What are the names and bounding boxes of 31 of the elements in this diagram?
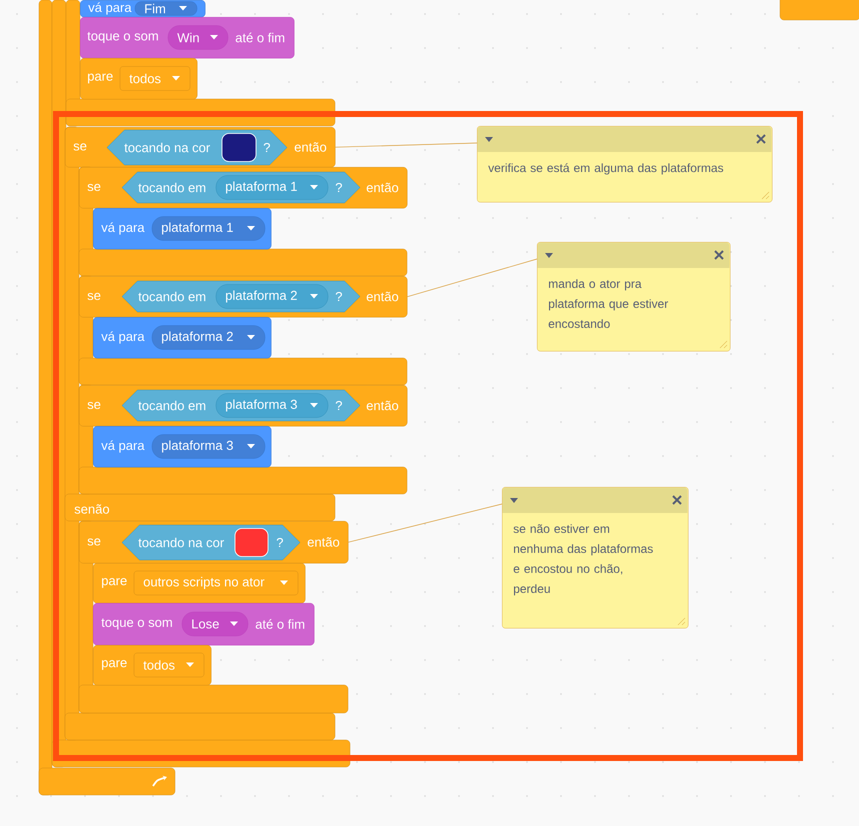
code-block: vá para Fim — [80, 0, 206, 18]
condition-block: tocando em plataforma 3 ? — [122, 390, 360, 422]
node-label: se — [88, 538, 100, 546]
leader-line — [335, 142, 478, 148]
node-label: se — [88, 184, 100, 192]
node-label: se — [74, 143, 86, 151]
code-block: toque o som Lose até o fim — [93, 603, 314, 646]
leader-line — [407, 258, 538, 298]
node-label: se — [88, 292, 100, 300]
code-block: vá para plataforma 3 — [93, 426, 272, 468]
comment-note: verifica se está em alguma das plataformas — [477, 126, 772, 202]
condition-block: tocando na cor ? — [122, 524, 300, 560]
comment-note: se não estiver em nenhuma das plataformas e encostou no chão, perdeu — [502, 487, 688, 628]
code-block: vá para plataforma 2 — [93, 317, 272, 358]
node-label: se — [88, 402, 100, 410]
condition-block: tocando em plataforma 2 ? — [122, 280, 360, 312]
code-block: pare todos — [80, 58, 198, 100]
code-block: vá para plataforma 1 — [93, 208, 272, 250]
node-label: então — [366, 182, 398, 192]
code-block: toque o som Win até o fim — [80, 17, 294, 58]
condition-block: tocando na cor ? — [106, 130, 288, 166]
code-block: pare todos — [93, 645, 212, 686]
node-label: senão — [74, 504, 110, 514]
node-label: então — [366, 292, 398, 302]
condition-block: tocando em plataforma 1 ? — [122, 172, 360, 204]
node-label: então — [308, 537, 340, 547]
code-block: pare outros scripts no ator — [93, 563, 306, 604]
node-label: então — [366, 400, 398, 410]
comment-note: manda o ator pra plataforma que estiver encostando — [537, 242, 730, 352]
node-label: então — [294, 142, 326, 152]
leader-line — [348, 504, 502, 543]
